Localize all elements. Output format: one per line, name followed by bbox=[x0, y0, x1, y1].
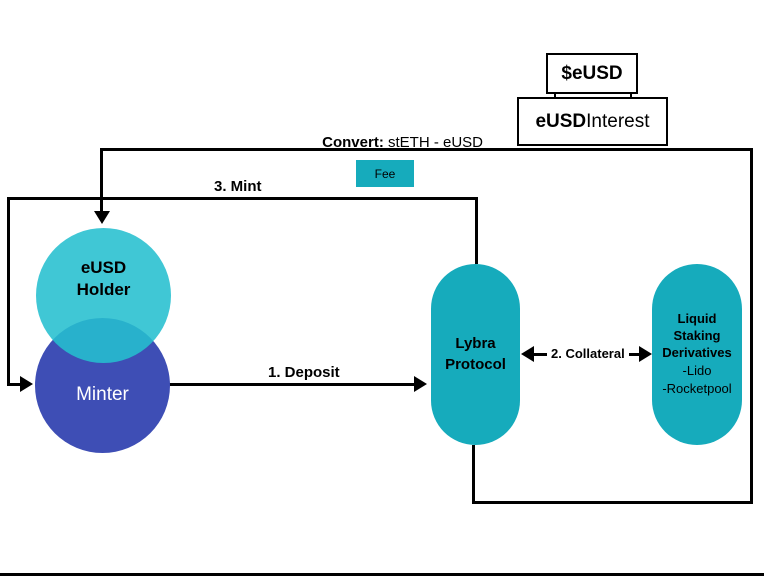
lsd-item-lido: -Lido bbox=[682, 362, 712, 378]
lybra-label-line2: Protocol bbox=[445, 355, 506, 373]
holder-label-line1: eUSD bbox=[80, 258, 127, 277]
minter-label: Minter bbox=[76, 383, 129, 405]
lsd-title: Liquid Staking Derivatives bbox=[662, 310, 732, 360]
page-bottom-border bbox=[0, 573, 764, 576]
holder-circle bbox=[36, 228, 171, 363]
lsd-item-rocketpool: -Rocketpool bbox=[662, 380, 732, 396]
arrowhead-into-lybra bbox=[414, 376, 427, 392]
mint-label: 3. Mint bbox=[214, 178, 262, 195]
arrowhead-into-minter bbox=[20, 376, 33, 392]
flow-line-mint-to-minter bbox=[7, 383, 21, 386]
eusd-box-label: $eUSD bbox=[561, 62, 623, 84]
arrowhead-collateral-left bbox=[521, 346, 534, 362]
fee-label: Fee bbox=[374, 166, 396, 181]
lybra-label: Lybra Protocol bbox=[445, 334, 506, 375]
flow-line-bottom bbox=[472, 501, 753, 504]
flow-line-lybra-bottom bbox=[472, 445, 475, 504]
flow-line-convert-top bbox=[100, 148, 753, 151]
flow-line-mint-top bbox=[7, 197, 478, 200]
eusd-box: $eUSD bbox=[546, 53, 638, 94]
convert-label: Convert: stETH - eUSD bbox=[305, 134, 483, 151]
interest-box-label-rest: Interest bbox=[586, 110, 650, 132]
flow-line-deposit bbox=[169, 383, 415, 386]
fee-badge: Fee bbox=[356, 160, 414, 187]
flow-line-convert-down bbox=[100, 148, 103, 212]
convert-label-bold: Convert: bbox=[322, 134, 384, 151]
lybra-protocol-node: Lybra Protocol bbox=[431, 264, 520, 445]
lsd-node: Liquid Staking Derivatives -Lido -Rocket… bbox=[652, 264, 742, 445]
deposit-label: 1. Deposit bbox=[268, 364, 340, 381]
flow-line-mint-to-lybra bbox=[475, 197, 478, 264]
flow-line-mint-left bbox=[7, 197, 10, 385]
lybra-label-line1: Lybra bbox=[455, 335, 496, 353]
flow-line-right bbox=[750, 148, 753, 504]
holder-label: eUSD Holder bbox=[36, 257, 171, 301]
arrowhead-collateral-right bbox=[639, 346, 652, 362]
arrowhead-into-holder bbox=[94, 211, 110, 224]
interest-box: eUSD Interest bbox=[517, 97, 668, 146]
interest-box-label-bold: eUSD bbox=[535, 110, 587, 132]
convert-label-rest: stETH - eUSD bbox=[383, 134, 483, 151]
collateral-label: 2. Collateral bbox=[547, 346, 629, 361]
holder-label-line2: Holder bbox=[76, 280, 131, 300]
